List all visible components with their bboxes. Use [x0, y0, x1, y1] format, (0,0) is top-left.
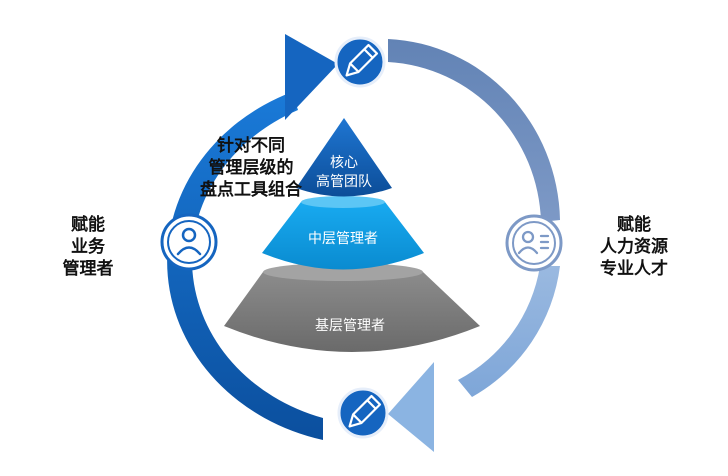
right-label-line3: 专业人才	[600, 259, 668, 278]
user-list-icon	[505, 214, 563, 272]
pyramid-tier-bottom-top-edge	[263, 263, 423, 281]
left-label-line1: 赋能	[71, 215, 105, 234]
pyramid-top-label-line1: 核心	[330, 154, 358, 170]
pyramid-tier-bottom	[224, 272, 480, 352]
left-label: 赋能 业务 管理者	[42, 214, 134, 280]
center-label-line1: 针对不同	[217, 136, 285, 155]
left-label-line2: 业务	[71, 237, 105, 256]
cycle-arrowhead-right	[388, 362, 434, 452]
pyramid-tier-top	[296, 118, 392, 197]
cycle-arc-right-top	[388, 39, 560, 222]
pyramid-middle-label: 中层管理者	[308, 230, 378, 246]
pyramid-top-label-line2: 高管团队	[316, 173, 372, 189]
cycle-arc-right-bottom	[458, 266, 560, 397]
left-label-line3: 管理者	[62, 259, 114, 278]
cycle-arc-left	[167, 92, 323, 440]
right-label-line2: 人力资源	[600, 237, 668, 256]
pyramid-bottom-label: 基层管理者	[315, 317, 385, 333]
right-label-line1: 赋能	[617, 215, 651, 234]
pencil-icon	[334, 36, 386, 88]
user-icon	[160, 213, 218, 271]
center-label: 针对不同 管理层级的 盘点工具组合	[176, 135, 326, 201]
cycle-arrowhead-left	[285, 34, 338, 120]
center-label-line2: 管理层级的	[208, 158, 294, 177]
pyramid-tier-middle-top-edge	[301, 196, 385, 208]
center-label-line3: 盘点工具组合	[200, 180, 302, 199]
pyramid-tier-middle	[262, 202, 424, 270]
pencil-icon	[337, 387, 389, 439]
right-label: 赋能 人力资源 专业人才	[584, 214, 684, 280]
